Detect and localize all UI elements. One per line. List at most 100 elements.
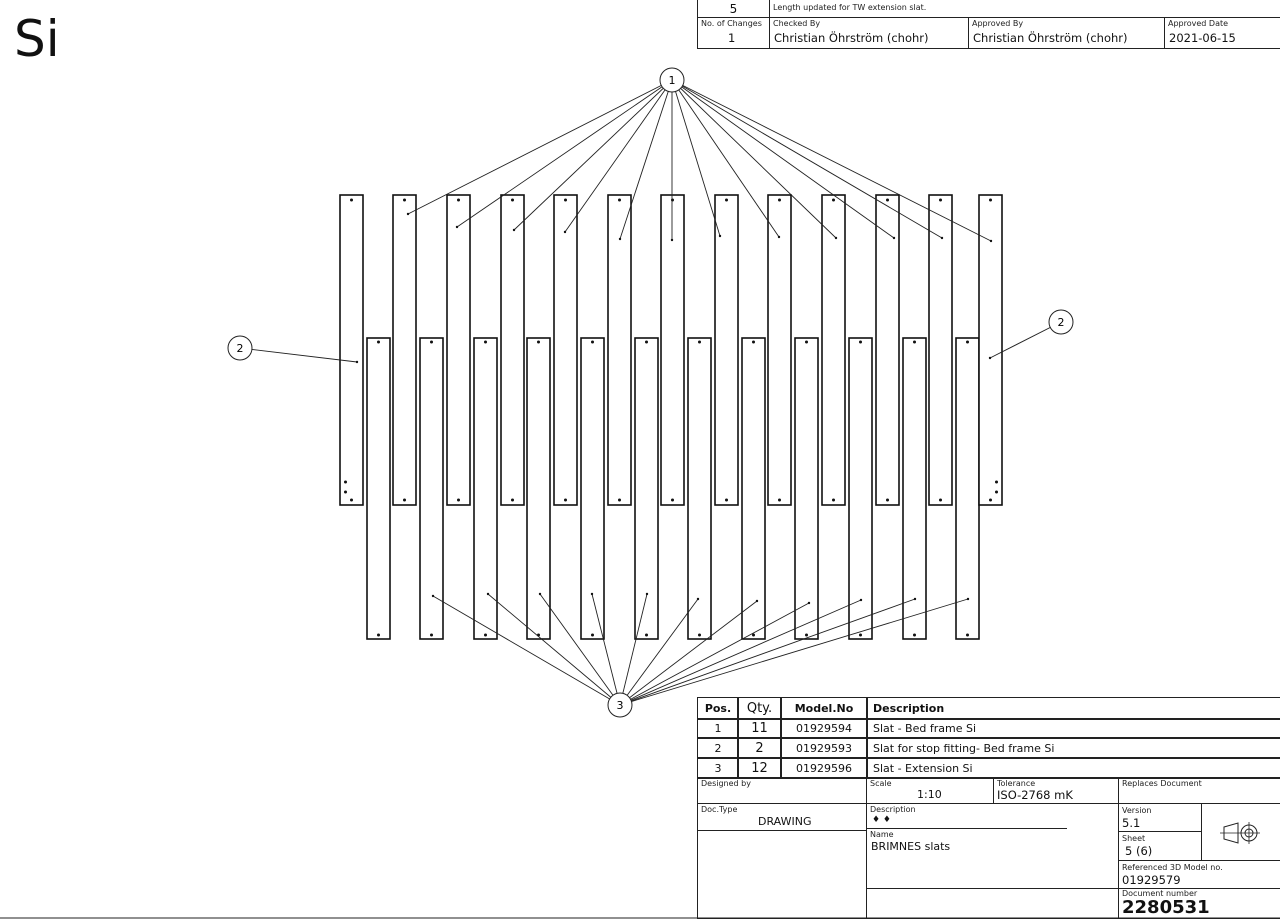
leader-dot bbox=[563, 230, 567, 234]
balloon-3: 3 bbox=[607, 692, 633, 718]
hole-dot bbox=[966, 633, 969, 637]
hole-dot bbox=[511, 198, 514, 202]
scale: 1:10 bbox=[917, 788, 942, 801]
label: Doc.Type bbox=[701, 805, 738, 814]
hole-dot bbox=[618, 498, 621, 502]
leader-dot bbox=[645, 592, 649, 596]
extension-slat bbox=[848, 337, 873, 640]
first-angle-projection-icon bbox=[1220, 822, 1260, 844]
cell-qty: 2 bbox=[737, 737, 782, 759]
leader-line bbox=[432, 595, 621, 706]
label: Tolerance bbox=[997, 779, 1036, 788]
hole-dot bbox=[805, 340, 808, 344]
hole-dot bbox=[725, 498, 728, 502]
hole-dot bbox=[752, 340, 755, 344]
hole-dot bbox=[832, 498, 835, 502]
balloon-2-right: 2 bbox=[1048, 309, 1074, 335]
label: Referenced 3D Model no. bbox=[1122, 863, 1223, 872]
no-of-changes: 1 bbox=[728, 31, 736, 45]
leader-dot bbox=[913, 597, 917, 601]
blank-cell bbox=[866, 888, 1119, 919]
leader-line bbox=[671, 79, 837, 239]
revision-note-cell: Length updated for TW extension slat. bbox=[769, 0, 1280, 18]
leader-dot bbox=[989, 239, 993, 243]
description: ♦ ♦ bbox=[872, 815, 891, 825]
label: Replaces Document bbox=[1122, 779, 1202, 788]
sheet: 5 (6) bbox=[1125, 844, 1153, 858]
cell-description: Slat - Extension Si bbox=[866, 757, 1280, 779]
hole-dot bbox=[995, 480, 998, 484]
leader-dot bbox=[355, 360, 359, 364]
drawing-name: BRIMNES slats bbox=[871, 840, 951, 853]
balloon-label: 1 bbox=[669, 74, 676, 87]
hole-dot bbox=[430, 633, 433, 637]
balloon-1: 1 bbox=[659, 67, 685, 93]
label: Document number bbox=[1122, 889, 1198, 898]
hole-dot bbox=[778, 498, 781, 502]
cell-model-no: 01929596 bbox=[780, 757, 868, 779]
hole-dot bbox=[537, 340, 540, 344]
hole-dot bbox=[859, 340, 862, 344]
hole-dot bbox=[989, 198, 992, 202]
leader-dot bbox=[431, 594, 435, 598]
hole-dot bbox=[403, 198, 406, 202]
extension-slat bbox=[634, 337, 659, 640]
leader-line bbox=[239, 347, 358, 363]
leader-line bbox=[671, 79, 721, 237]
leader-dot bbox=[670, 238, 674, 242]
bed-frame-slat bbox=[928, 194, 953, 506]
label: Approved By bbox=[972, 19, 1024, 28]
label: No. of Changes bbox=[701, 19, 762, 28]
bed-frame-slat bbox=[392, 194, 417, 506]
cell-pos: 2 bbox=[697, 737, 739, 759]
stop-fitting-slat bbox=[978, 194, 1003, 506]
hole-dot bbox=[859, 633, 862, 637]
leader-line bbox=[407, 79, 673, 215]
cell-pos: 1 bbox=[697, 718, 739, 739]
version: 5.1 bbox=[1122, 816, 1141, 830]
cell-description: Slat - Bed frame Si bbox=[866, 718, 1280, 739]
hole-dot bbox=[511, 498, 514, 502]
leader-line bbox=[456, 79, 673, 228]
hole-dot bbox=[645, 340, 648, 344]
header-qty: Qty. bbox=[737, 697, 782, 720]
hole-dot bbox=[344, 480, 347, 484]
leader-dot bbox=[590, 592, 594, 596]
leader-dot bbox=[696, 597, 700, 601]
leader-dot bbox=[486, 592, 490, 596]
label: Approved Date bbox=[1168, 19, 1229, 28]
leader-dot bbox=[718, 234, 722, 238]
cell-model-no: 01929593 bbox=[780, 737, 868, 759]
hole-dot bbox=[966, 340, 969, 344]
projection-cell bbox=[1201, 803, 1280, 861]
leader-dot bbox=[755, 599, 759, 603]
extension-slat bbox=[902, 337, 927, 640]
bed-frame-slat bbox=[714, 194, 739, 506]
leader-line bbox=[989, 321, 1062, 359]
hole-dot bbox=[591, 340, 594, 344]
leader-dot bbox=[988, 356, 992, 360]
extension-slat bbox=[419, 337, 444, 640]
hole-dot bbox=[618, 198, 621, 202]
label: Sheet bbox=[1122, 834, 1146, 843]
leader-line bbox=[619, 600, 758, 706]
cell-model-no: 01929594 bbox=[780, 718, 868, 739]
leader-dot bbox=[455, 225, 459, 229]
hole-dot bbox=[698, 340, 701, 344]
leader-dot bbox=[406, 212, 410, 216]
leader-line bbox=[619, 599, 862, 706]
divider bbox=[867, 828, 1067, 829]
hole-dot bbox=[752, 633, 755, 637]
hole-dot bbox=[725, 198, 728, 202]
revision-note: Length updated for TW extension slat. bbox=[773, 3, 927, 12]
cell-pos: 3 bbox=[697, 757, 739, 779]
header-model-no: Model.No bbox=[780, 697, 868, 720]
